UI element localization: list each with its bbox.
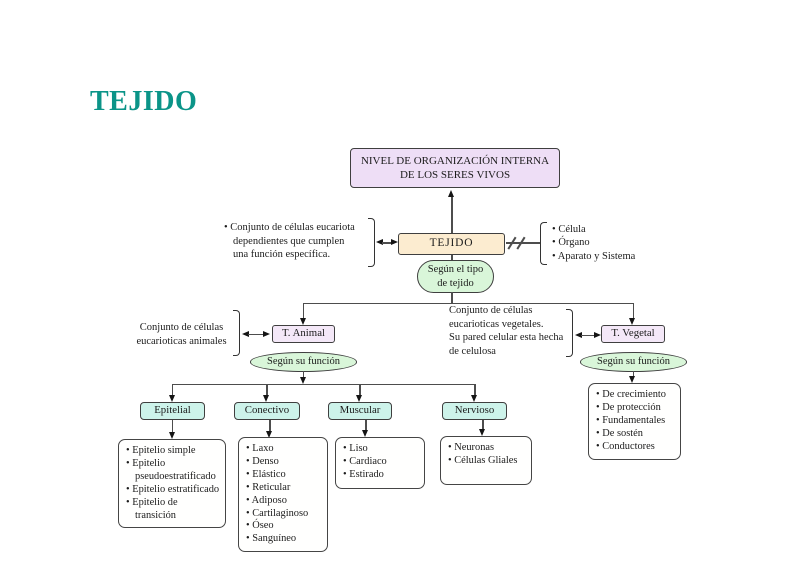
connector-conectivo-list <box>269 420 271 431</box>
connector-drop-nervioso <box>474 384 476 395</box>
connector-tejido-root <box>451 197 453 233</box>
criterion-animal-function: Según su función <box>250 352 357 372</box>
arrowhead-muscular-list <box>362 430 369 437</box>
list-item: Fundamentales <box>596 415 676 428</box>
arrowhead-left-vegetal <box>575 331 582 338</box>
branch-animal-categories <box>172 383 476 385</box>
list-item: Epitelio pseudoestratificado <box>126 458 221 484</box>
list-item: De crecimiento <box>596 389 676 402</box>
list-item: Epitelio de transición <box>126 497 221 523</box>
connector-drop-muscular <box>359 384 361 395</box>
animal-definition: Conjunto de células eucarioticas animale… <box>136 322 227 347</box>
list-item: Cartilaginoso <box>246 508 323 521</box>
connector-drop-epitelial <box>171 384 174 395</box>
node-category-nervioso: Nervioso <box>442 402 507 420</box>
list-item: De sostén <box>596 428 676 441</box>
list-item: Epitelio estratificado <box>126 484 221 497</box>
list-item: Células Gliales <box>448 455 527 468</box>
connector-drop-conectivo <box>266 384 268 395</box>
list-item: Sanguíneo <box>246 533 323 546</box>
node-tissue-vegetal: T. Vegetal <box>601 325 665 343</box>
list-item: Óseo <box>246 520 323 533</box>
vegetal-functions-list: De crecimientoDe protecciónFundamentales… <box>588 383 681 460</box>
list-item: Neuronas <box>448 442 527 455</box>
arrowhead-down-animal <box>299 318 306 325</box>
list-item: Órgano <box>552 236 662 249</box>
arrowhead-left-definition <box>376 239 383 245</box>
list-item: Aparato y Sistema <box>552 250 662 263</box>
arrowhead-nervioso-list <box>478 429 485 436</box>
node-tejido: TEJIDO <box>398 233 505 255</box>
criterion-vegetal-function: Según su función <box>580 352 687 372</box>
arrowhead-right-animal <box>263 330 270 337</box>
arrowhead-right-vegetal <box>594 331 601 338</box>
list-item: Estirado <box>343 469 420 482</box>
muscular-types-list: LisoCardiacoEstirado <box>335 437 425 489</box>
connector-branch-animal <box>302 303 305 318</box>
connector-tejido-levels <box>506 242 540 244</box>
connector-tejido-criterion <box>451 255 453 261</box>
list-item: Adiposo <box>246 495 323 508</box>
arrowhead-epitelial-list <box>168 432 175 439</box>
list-item: Denso <box>246 456 323 469</box>
connector-animal-definition <box>248 333 264 336</box>
list-item: De protección <box>596 402 676 415</box>
criterion-tissue-type: Según el tipo de tejido <box>417 260 494 293</box>
list-item: Reticular <box>246 482 323 495</box>
connector-branch-vegetal <box>632 303 635 318</box>
tejido-definition: • Conjunto de células eucariota dependie… <box>224 222 355 260</box>
organization-levels-list: CélulaÓrganoAparato y Sistema <box>552 223 662 263</box>
vegetal-definition: Conjunto de células eucarioticas vegetal… <box>449 305 564 357</box>
arrowhead-down-vegetal-list <box>629 376 636 383</box>
arrowhead-right-definition <box>391 239 398 245</box>
arrowhead-up-to-root <box>448 190 454 197</box>
arrowhead-nervioso <box>470 395 477 402</box>
connector-vegetal-definition <box>581 334 595 337</box>
node-root-organization-level: NIVEL DE ORGANIZACIÓN INTERNA DE LOS SER… <box>350 148 560 188</box>
connector-animal-branch <box>302 371 305 378</box>
list-item: Liso <box>343 443 420 456</box>
arrowhead-conectivo <box>263 395 270 402</box>
conectivo-types-list: LaxoDensoElásticoReticularAdiposoCartila… <box>238 437 328 553</box>
list-item: Cardiaco <box>343 456 420 469</box>
bracket-animal-definition <box>233 310 240 356</box>
connector-criterion-branch <box>451 292 453 303</box>
arrowhead-epitelial <box>168 395 175 402</box>
nervioso-types-list: NeuronasCélulas Gliales <box>440 436 532 485</box>
node-category-muscular: Muscular <box>328 402 392 420</box>
epitelial-types-list: Epitelio simpleEpitelio pseudoestratific… <box>118 439 226 529</box>
node-category-epitelial: Epitelial <box>140 402 205 420</box>
page-title: TEJIDO <box>90 86 198 117</box>
list-item: Conductores <box>596 441 676 454</box>
connector-epitelial-list <box>171 420 174 432</box>
bracket-levels-list <box>540 222 547 265</box>
arrowhead-left-animal <box>242 330 249 337</box>
connector-definition-tejido <box>382 242 393 244</box>
connector-vegetal-list <box>632 371 635 377</box>
arrowhead-down-animal-branch <box>299 377 306 384</box>
branch-tissue-types <box>303 302 634 304</box>
connector-nervioso-list <box>482 420 484 429</box>
list-item: Célula <box>552 223 662 236</box>
node-category-conectivo: Conectivo <box>234 402 300 420</box>
arrowhead-muscular <box>356 395 363 402</box>
list-item: Elástico <box>246 469 323 482</box>
list-item: Epitelio simple <box>126 445 221 458</box>
bracket-tejido-definition <box>368 218 375 267</box>
bracket-vegetal-definition <box>566 309 573 357</box>
node-tissue-animal: T. Animal <box>272 325 335 343</box>
list-item: Laxo <box>246 443 323 456</box>
connector-muscular-list <box>365 420 367 430</box>
arrowhead-conectivo-list <box>266 431 273 438</box>
arrowhead-down-vegetal <box>629 318 636 325</box>
